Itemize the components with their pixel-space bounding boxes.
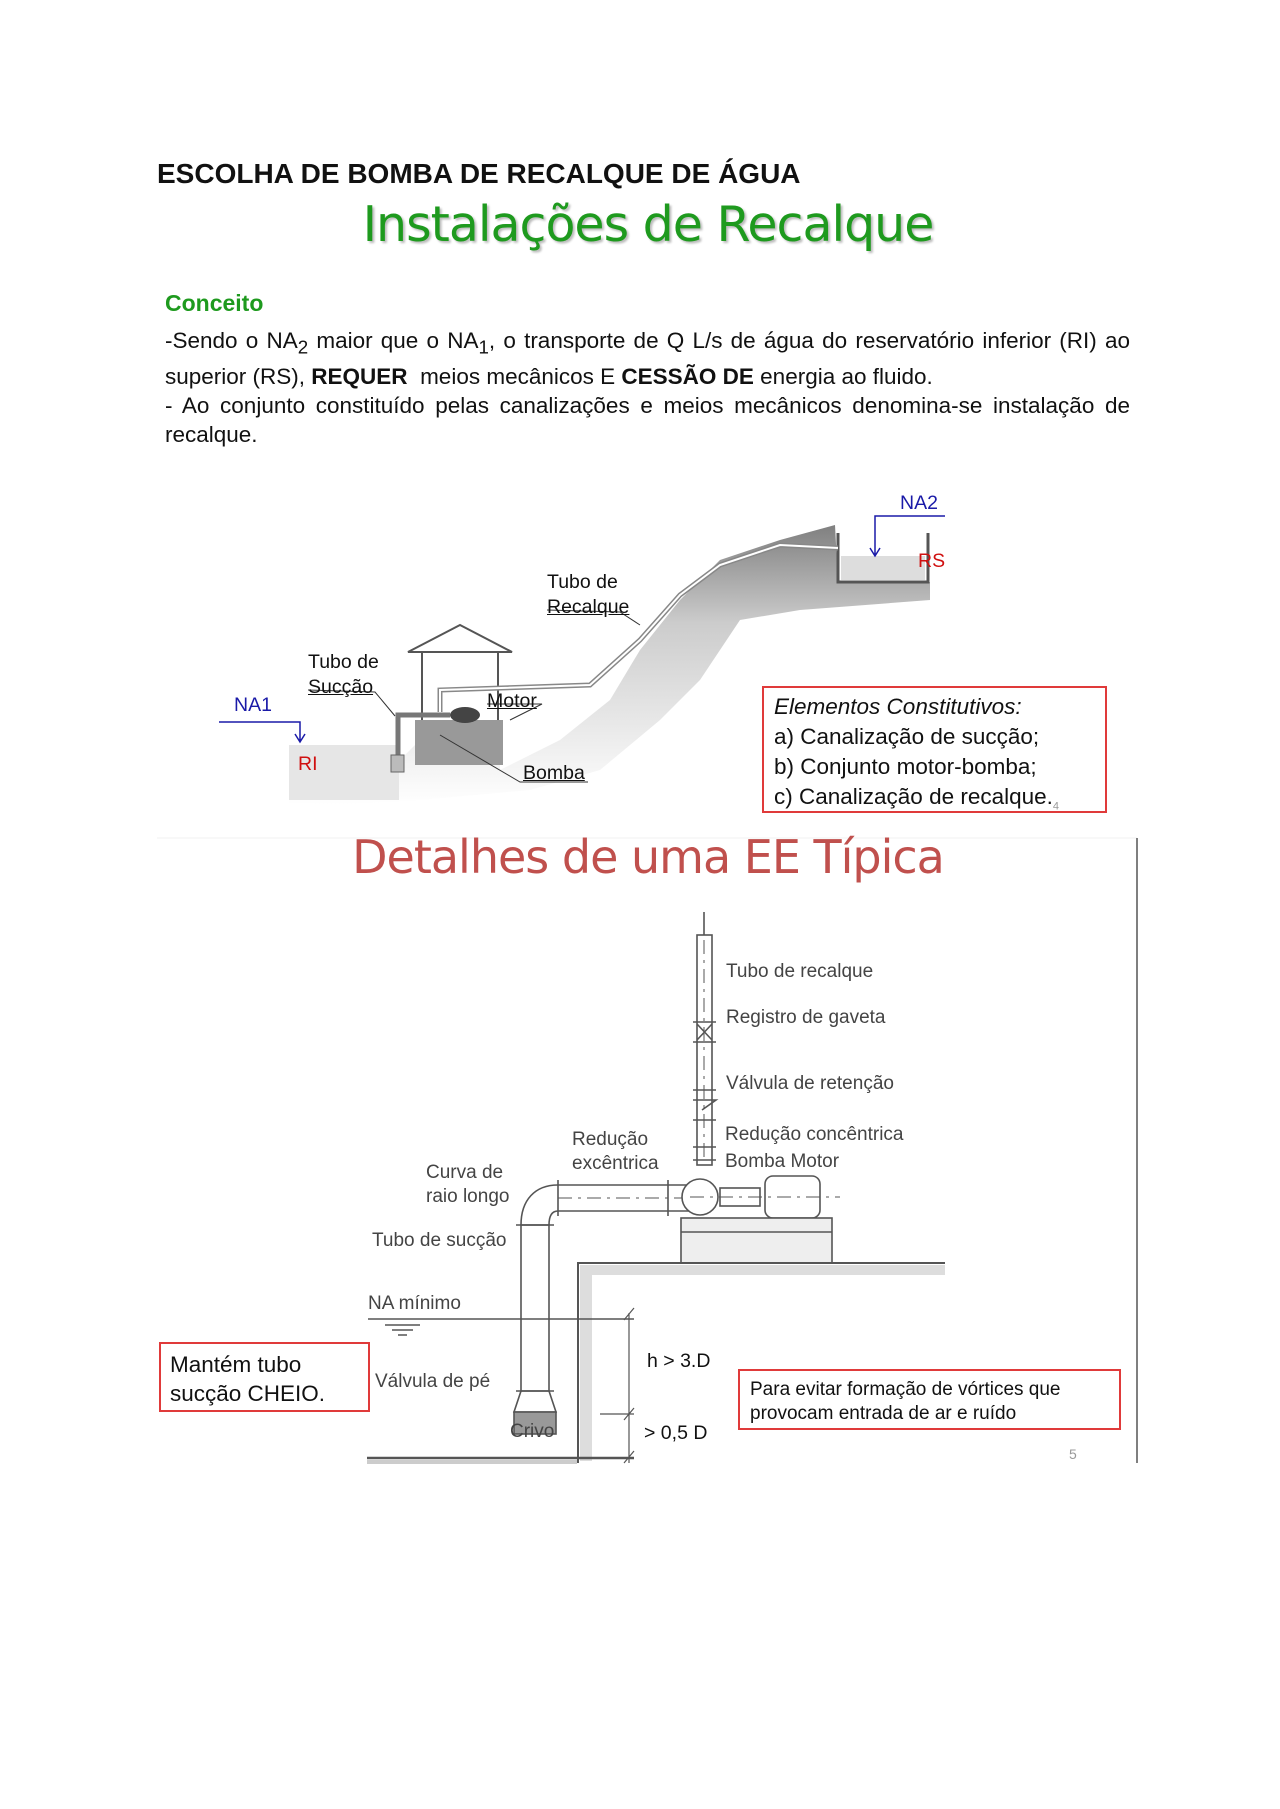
clearance-label: > 0,5 D <box>644 1422 708 1444</box>
suction-pipe <box>520 1224 550 1392</box>
upper-reservoir <box>836 533 930 584</box>
concentric-reducer-label: Redução concêntrica <box>725 1124 904 1145</box>
pump-station-diagram <box>367 912 945 1464</box>
check-valve-flanges <box>693 1089 719 1111</box>
ri-label: RI <box>298 753 318 775</box>
elements-title: Elementos Constitutivos: <box>774 694 1022 719</box>
rs-label: RS <box>918 550 946 572</box>
concept-paragraph-2: - Ao conjunto constituído pelas canaliza… <box>165 393 1130 447</box>
strainer-label: Crivo <box>510 1421 555 1442</box>
ground-slope <box>289 525 930 805</box>
motor <box>450 707 480 723</box>
foot-valve <box>512 1390 558 1413</box>
gate-valve <box>693 1021 716 1043</box>
pump-base-block <box>680 1217 833 1264</box>
suction-pipe-label: Tubo de sucção <box>372 1230 507 1251</box>
pump-motor-label: Bomba Motor <box>725 1151 840 1172</box>
gate-valve-label: Registro de gaveta <box>726 1007 886 1028</box>
long-radius-elbow <box>520 1184 559 1226</box>
slide1-title: Instalações de Recalque <box>362 196 935 253</box>
concept-paragraph-1: -Sendo o NA2 maior que o NA1, o transpor… <box>165 328 1130 389</box>
na2-arrow <box>869 515 945 558</box>
strainer <box>513 1411 557 1435</box>
slide2-title: Detalhes de uma EE Típica <box>352 830 945 884</box>
check-valve-label: Válvula de retenção <box>726 1073 894 1094</box>
element-item: a) Canalização de sucção; <box>774 724 1040 749</box>
suction-pipe <box>395 712 450 765</box>
pump-house-roof <box>407 623 513 653</box>
dimension-line <box>600 1307 635 1464</box>
document-title: ESCOLHA DE BOMBA DE RECALQUE DE ÁGUA <box>157 158 801 189</box>
lower-reservoir-water <box>289 745 399 800</box>
floor-slab <box>577 1262 945 1463</box>
na1-label: NA1 <box>234 694 272 716</box>
discharge-pipe-label: Tubo de recalque <box>726 961 874 982</box>
element-item: c) Canalização de recalque.4 <box>774 784 1060 813</box>
concept-heading: Conceito <box>165 290 264 316</box>
pumping-installation-diagram <box>219 515 945 805</box>
na-minimum-label: NA mínimo <box>368 1293 461 1314</box>
depth-h-label: h > 3.D <box>647 1350 711 1372</box>
foot-valve-label: Válvula de pé <box>375 1371 491 1392</box>
pump-label: Bomba <box>523 762 585 784</box>
keep-suction-full-note: Mantém tubo sucção CHEIO. <box>159 1342 370 1412</box>
pump-base <box>415 720 503 765</box>
vortex-note: Para evitar formação de vórtices que pro… <box>738 1369 1121 1430</box>
motor-label: Motor <box>487 690 537 712</box>
slide-number: 5 <box>1069 1446 1077 1462</box>
constituent-elements-box: Elementos Constitutivos: a) Canalização … <box>762 686 1107 813</box>
na1-arrow <box>219 721 306 744</box>
element-item: b) Conjunto motor-bomba; <box>774 754 1037 779</box>
na2-label: NA2 <box>900 492 938 514</box>
